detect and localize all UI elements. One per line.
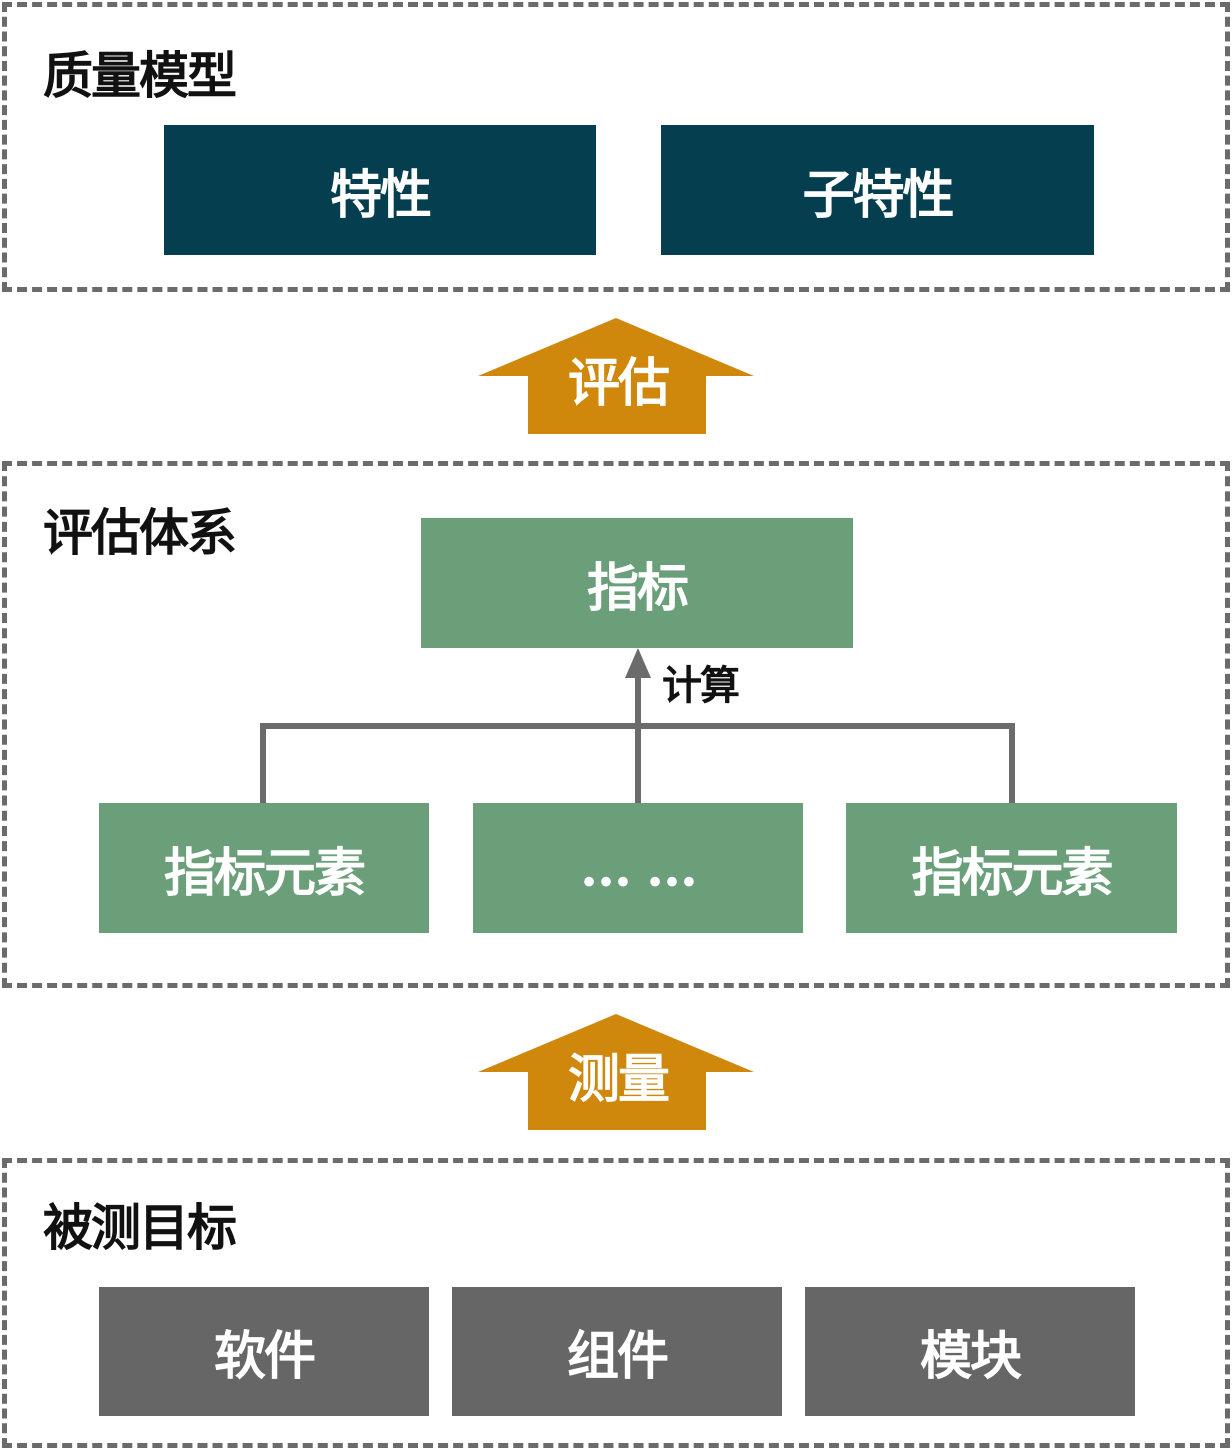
up-arrow-icon: [478, 1014, 754, 1130]
arrowhead-icon: [625, 648, 651, 678]
sub-characteristic-box: 子特性: [661, 125, 1094, 255]
indicator-box: 指标: [421, 518, 853, 648]
measure-arrow: 测量: [478, 1014, 758, 1130]
indicator-element-box: 指标元素: [99, 803, 429, 933]
indicator-element-box: 指标元素: [846, 803, 1177, 933]
evaluate-arrow: 评估: [478, 318, 758, 434]
evaluation-system-title: 评估体系: [43, 503, 237, 562]
measure-arrow-label: 测量: [567, 1049, 670, 1110]
component-box: 组件: [452, 1287, 782, 1416]
characteristic-box: 特性: [164, 125, 596, 255]
up-arrow-icon: [478, 318, 754, 434]
calc-label: 计算: [662, 662, 740, 709]
ellipsis-box: … …: [473, 803, 803, 933]
software-box: 软件: [99, 1287, 429, 1416]
evaluate-arrow-label: 评估: [567, 353, 670, 414]
quality-model-title: 质量模型: [43, 46, 237, 105]
target-section: 被测目标: [2, 1158, 1230, 1448]
target-title: 被测目标: [43, 1198, 237, 1257]
quality-model-section: 质量模型: [2, 2, 1230, 292]
module-box: 模块: [805, 1287, 1135, 1416]
evaluation-system-section: 评估体系: [2, 461, 1230, 988]
